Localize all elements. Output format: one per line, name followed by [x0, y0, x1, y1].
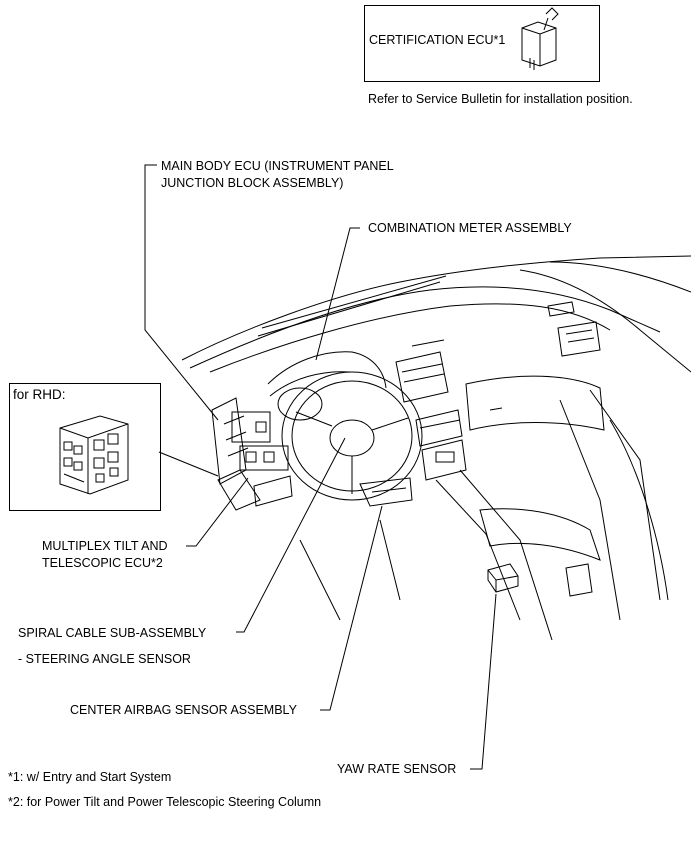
leader-combination-meter: [315, 227, 360, 361]
certification-ecu-box: CERTIFICATION ECU*1: [364, 5, 600, 82]
leader-spiral-cable: [236, 437, 346, 633]
rhd-junction-block-icon: [59, 415, 129, 495]
spiral-cable-label-2: - STEERING ANGLE SENSOR: [18, 652, 191, 666]
yaw-rate-label: YAW RATE SENSOR: [337, 762, 457, 776]
certification-ecu-icon: [521, 7, 559, 70]
combination-meter-label: COMBINATION METER ASSEMBLY: [368, 221, 572, 235]
multiplex-label-2: TELESCOPIC ECU*2: [42, 556, 163, 570]
rhd-inset-title: for RHD:: [13, 387, 66, 402]
leader-rhd-inset: [158, 451, 219, 477]
spiral-cable-label-1: SPIRAL CABLE SUB-ASSEMBLY: [18, 626, 207, 640]
yaw-rate-sensor-icon: [487, 563, 519, 593]
main-body-ecu-label-1: MAIN BODY ECU (INSTRUMENT PANEL: [161, 159, 394, 173]
leader-center-airbag: [320, 505, 383, 711]
leader-main-body: [144, 164, 219, 421]
leader-multiplex: [186, 477, 249, 547]
footnote-1: *1: w/ Entry and Start System: [8, 770, 172, 784]
main-body-ecu-label-2: JUNCTION BLOCK ASSEMBLY): [161, 176, 344, 190]
center-airbag-label: CENTER AIRBAG SENSOR ASSEMBLY: [70, 703, 297, 717]
certification-ecu-label: CERTIFICATION ECU*1: [369, 33, 506, 47]
footnote-2: *2: for Power Tilt and Power Telescopic …: [8, 795, 322, 809]
leader-yaw-rate: [470, 593, 497, 770]
multiplex-label-1: MULTIPLEX TILT AND: [42, 539, 168, 553]
certification-note: Refer to Service Bulletin for installati…: [368, 92, 633, 106]
rhd-inset-box: for RHD:: [9, 383, 161, 511]
